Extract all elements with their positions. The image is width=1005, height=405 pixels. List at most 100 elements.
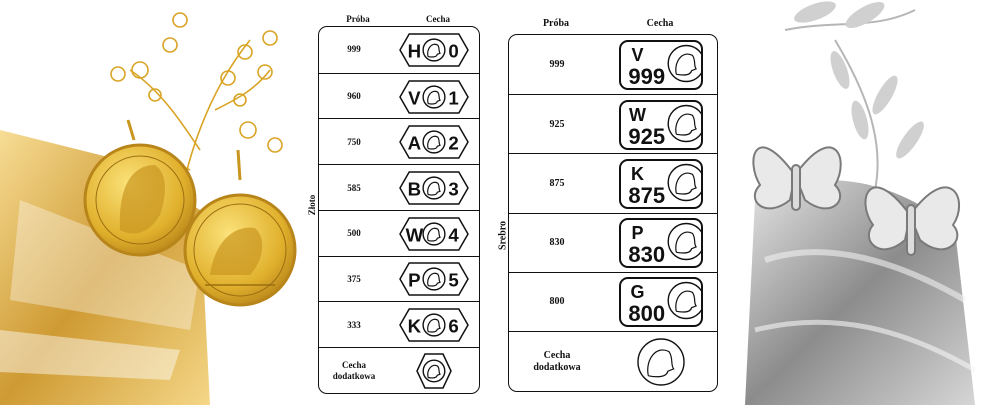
hallmark-number: 830	[628, 242, 665, 267]
assay-value: 999	[347, 44, 361, 55]
hallmark-letter: G	[630, 282, 644, 302]
hallmark-digit: 6	[448, 316, 458, 337]
hallmark-digit: 0	[448, 40, 458, 61]
assay-value: 960	[347, 91, 361, 102]
hallmark-digit: 4	[448, 224, 459, 245]
hallmark-letter: V	[631, 45, 643, 65]
helmeted-head-icon	[637, 338, 685, 386]
helmeted-head-icon	[416, 353, 452, 389]
hallmark-digit: 5	[448, 270, 458, 291]
silver-header-mark: Cecha	[646, 18, 674, 29]
hallmark-letter: W	[406, 224, 424, 245]
silver-jewelry-image	[745, 1, 977, 405]
silver-leaf-branch-icon	[784, 1, 924, 191]
butterfly-earring-icon	[864, 186, 961, 256]
hallmark-number: 925	[628, 124, 665, 149]
hallmark-letter: B	[408, 178, 422, 199]
hallmark-letter: K	[408, 316, 422, 337]
hallmark-number: 875	[628, 183, 665, 208]
gold-coin-pendant-knight	[183, 149, 297, 307]
hallmark-letter: P	[408, 270, 420, 291]
helmeted-head-icon	[422, 222, 446, 246]
hallmark-digit: 3	[448, 178, 458, 199]
helmeted-head-icon	[422, 176, 446, 200]
extra-mark-label-line1: Cecha	[543, 350, 571, 361]
assay-value: 800	[549, 296, 565, 308]
hallmark-letter: P	[631, 223, 643, 243]
helmeted-head-icon	[667, 44, 703, 82]
assay-value: 875	[549, 177, 565, 189]
hallmark-number: 999	[628, 64, 665, 89]
gold-coin-pendant-queen	[83, 119, 197, 257]
helmeted-head-icon	[667, 282, 703, 320]
hallmark-letter: A	[408, 133, 422, 154]
helmeted-head-icon	[667, 163, 703, 202]
assay-value: 375	[347, 274, 361, 285]
silver-brush-stroke	[745, 180, 975, 405]
hallmark-digit: 1	[448, 87, 458, 108]
helmeted-head-icon	[422, 313, 446, 337]
helmeted-head-icon	[422, 38, 446, 62]
gold-header-assay: Próba	[346, 14, 370, 24]
assay-value: 830	[549, 237, 565, 249]
extra-mark-label-line2: dodatkowa	[332, 370, 376, 381]
helmeted-head-icon	[667, 222, 703, 261]
extra-mark-label-line2: dodatkowa	[533, 361, 581, 373]
assay-value: 750	[347, 136, 361, 147]
assay-value: 333	[347, 319, 361, 330]
silver-header-assay: Próba	[542, 18, 570, 29]
helmeted-head-icon	[667, 104, 703, 142]
assay-value: 999	[549, 58, 565, 70]
assay-value: 585	[347, 182, 361, 193]
hallmark-number: 800	[628, 301, 665, 326]
gold-jewelry-image	[0, 12, 297, 405]
silver-group-label: Srebro	[497, 220, 509, 251]
extra-mark-label-line1: Cecha	[342, 360, 366, 371]
butterfly-earring-icon	[752, 146, 842, 211]
helmeted-head-icon	[422, 84, 446, 109]
helmeted-head-icon	[422, 267, 446, 291]
hallmark-digit: 2	[448, 133, 458, 154]
helmeted-head-icon	[422, 130, 446, 154]
gold-header-mark: Cecha	[426, 14, 450, 24]
hallmark-letter: W	[629, 105, 646, 125]
hallmark-letter: K	[631, 164, 644, 184]
helmeted-head-icon	[637, 338, 685, 386]
assay-value: 500	[347, 228, 361, 239]
helmeted-head-icon	[422, 359, 446, 383]
hallmark-letter: V	[408, 87, 421, 108]
hallmark-letter: H	[408, 40, 422, 61]
gold-group-label: Złoto	[307, 194, 317, 216]
assay-value: 925	[549, 118, 565, 130]
